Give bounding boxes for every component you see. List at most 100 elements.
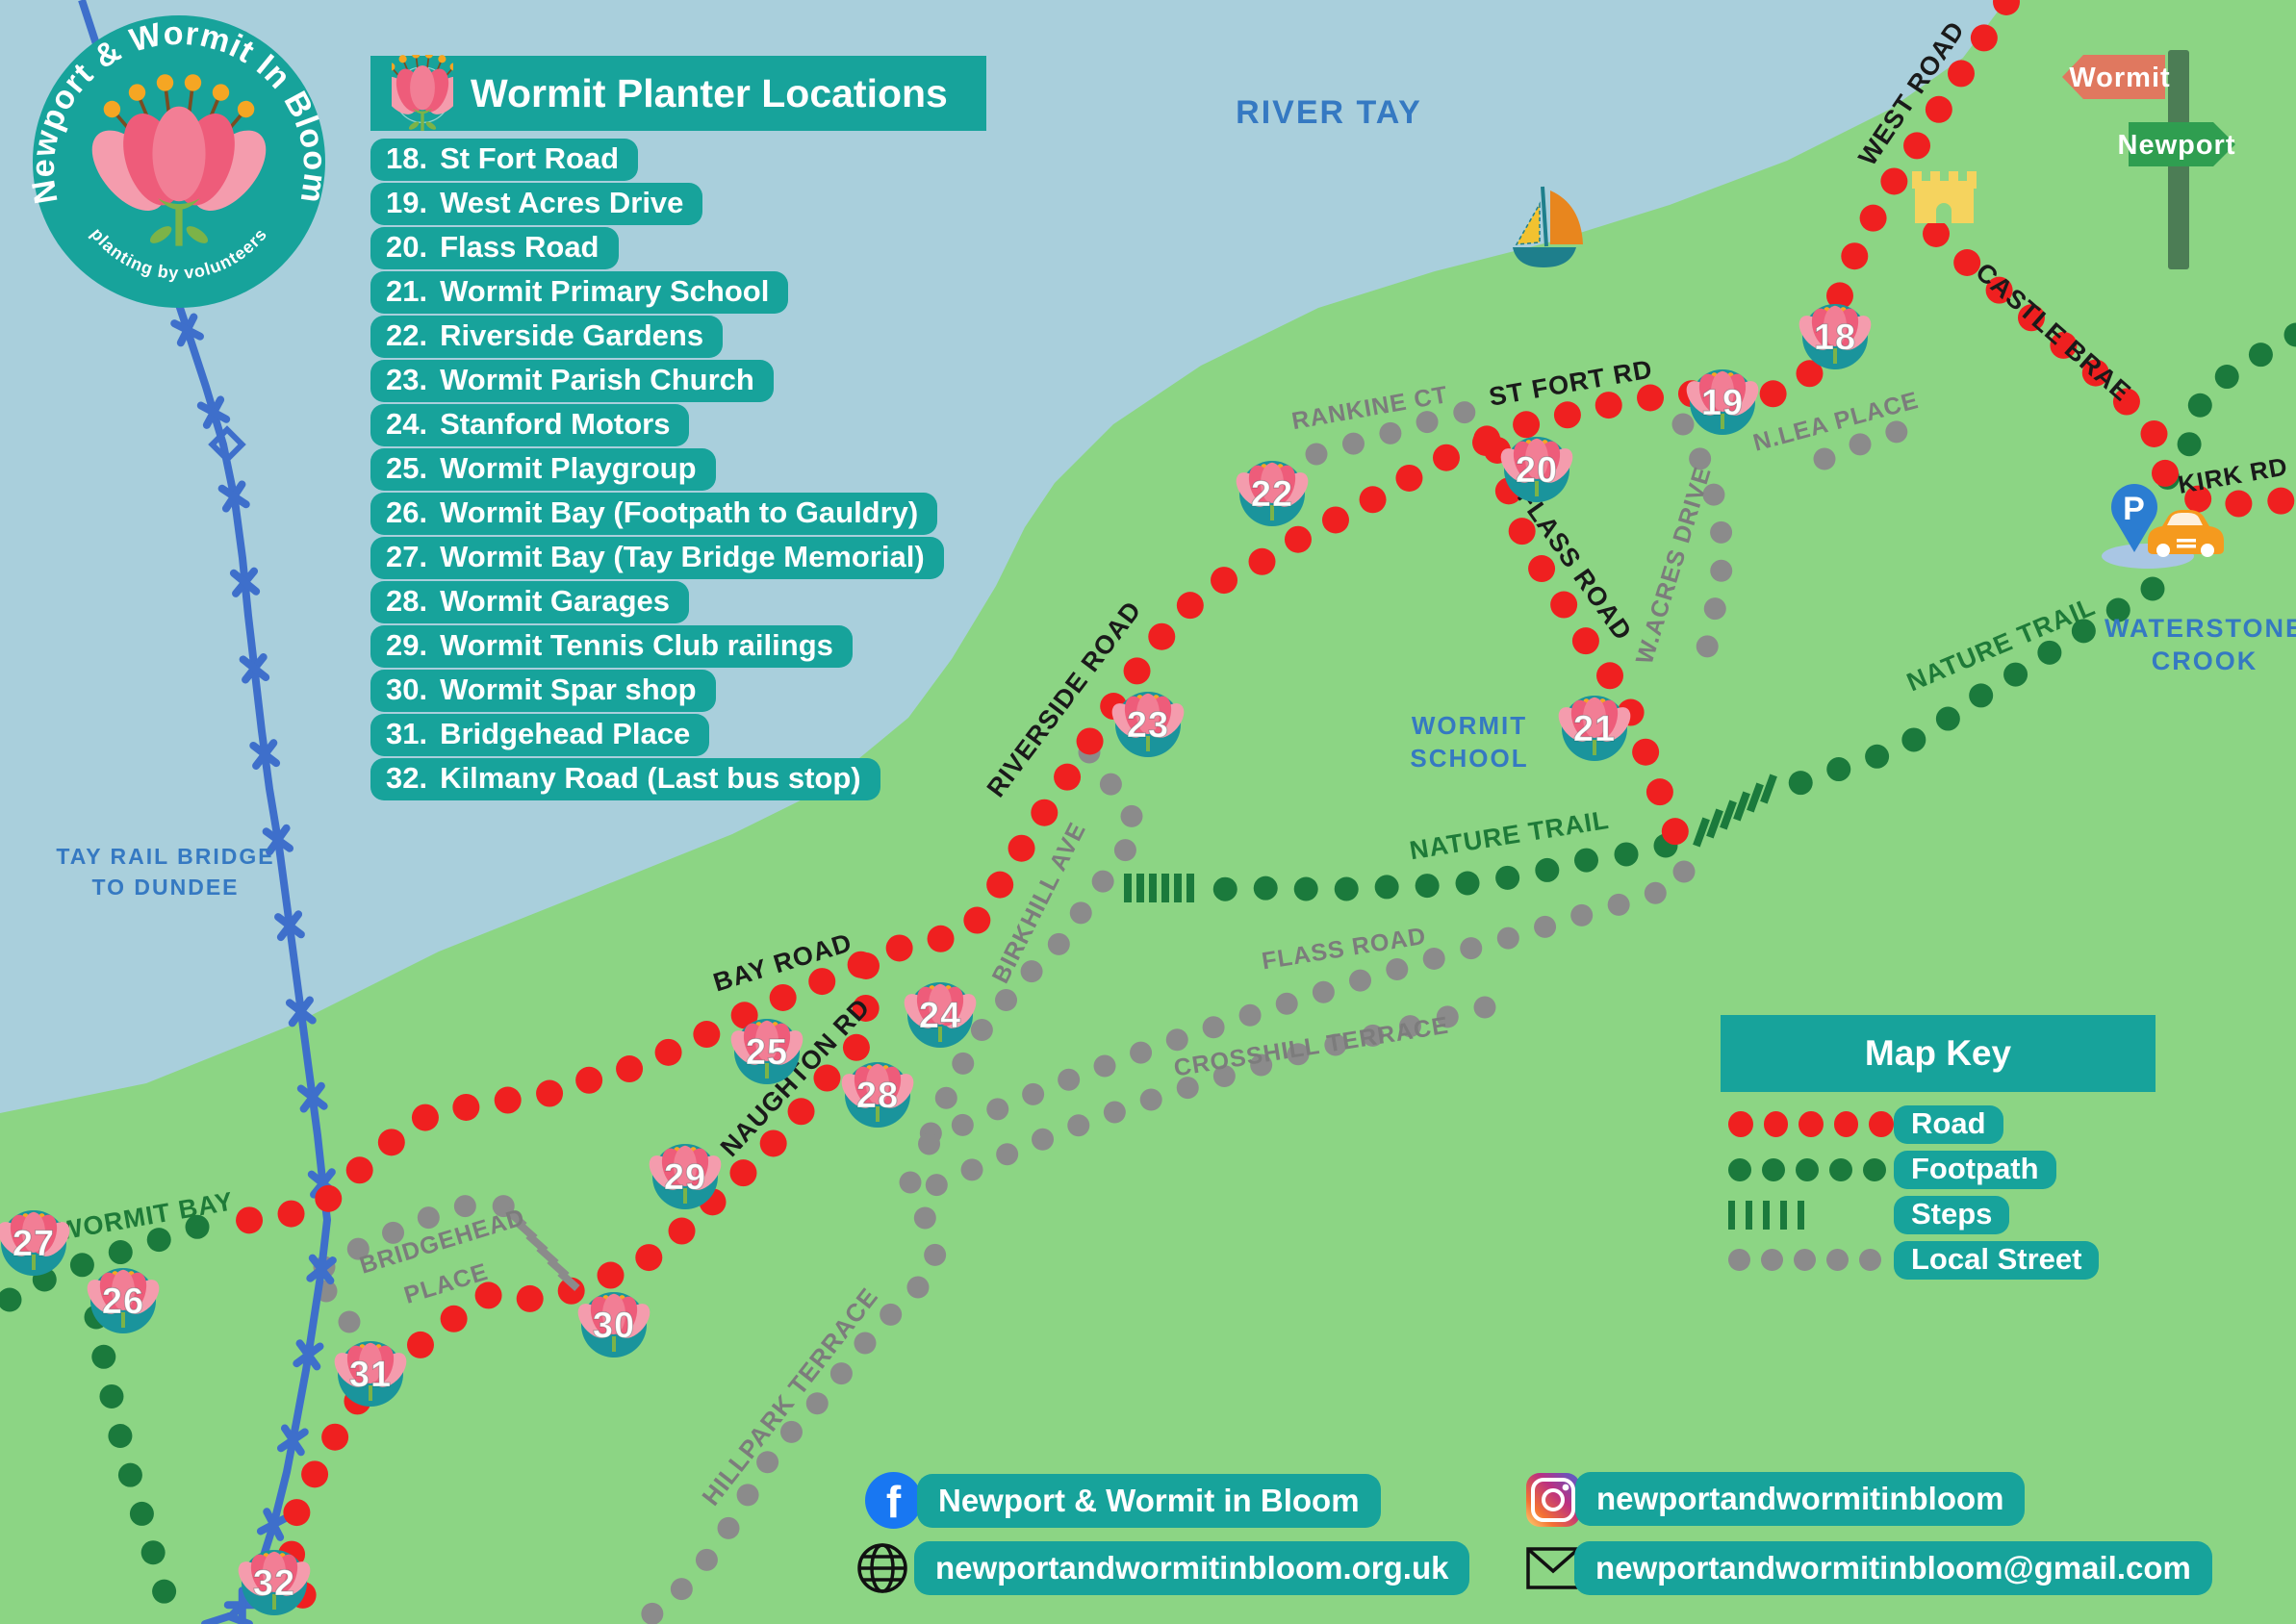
facebook-icon[interactable]: f — [865, 1472, 922, 1529]
local-street — [925, 996, 1496, 1197]
road — [1923, 220, 2295, 518]
planter-marker-29: 29 — [649, 1144, 722, 1209]
map-key-symbol-road — [1721, 1111, 1894, 1137]
parking-letter: P — [2123, 491, 2146, 527]
planter-marker-31: 31 — [334, 1341, 407, 1407]
map-label: SCHOOL — [1410, 744, 1528, 773]
castle-icon — [1912, 171, 1977, 223]
planter-marker-18: 18 — [1799, 304, 1872, 369]
instagram-link[interactable]: newportandwormitinbloom — [1575, 1472, 2026, 1526]
local-street — [641, 1171, 947, 1624]
signpost-newport-label: Newport — [2118, 130, 2236, 161]
road — [236, 429, 1499, 1234]
signpost-newport-arrow — [2129, 122, 2235, 166]
steps — [1124, 874, 1194, 902]
location-item-25: 25.Wormit Playgroup — [370, 448, 716, 491]
footpath — [1788, 576, 2165, 796]
map-key-label: Road — [1894, 1104, 2003, 1144]
footpath — [0, 1214, 210, 1312]
marker-number: 18 — [1814, 317, 1856, 358]
footpath — [84, 1305, 177, 1604]
map-label: TO DUNDEE — [91, 875, 239, 900]
planter-marker-26: 26 — [87, 1268, 160, 1333]
title-banner: Wormit Planter Locations — [370, 55, 986, 132]
steps — [504, 1206, 580, 1292]
location-item-18: 18.St Fort Road — [370, 139, 639, 181]
map-key-symbol-footpath — [1721, 1157, 1894, 1181]
local-street — [918, 860, 1696, 1155]
signpost-wormit-label: Wormit — [2069, 63, 2170, 93]
location-item-31: 31.Bridgehead Place — [370, 714, 710, 756]
location-item-21: 21.Wormit Primary School — [370, 271, 789, 314]
sailboat-icon — [1513, 186, 1583, 267]
marker-number: 24 — [919, 996, 961, 1036]
planter-marker-24: 24 — [904, 982, 977, 1048]
planter-marker-28: 28 — [841, 1062, 914, 1128]
marker-number: 30 — [593, 1306, 635, 1346]
signpost-wormit-arrow — [2062, 55, 2165, 99]
marker-number: 28 — [856, 1076, 899, 1116]
instagram-icon[interactable] — [1526, 1473, 1580, 1527]
banner-flower-icon — [392, 55, 453, 132]
location-item-28: 28.Wormit Garages — [370, 581, 689, 623]
location-item-23: 23.Wormit Parish Church — [370, 360, 774, 402]
planter-marker-25: 25 — [730, 1019, 804, 1084]
marker-number: 23 — [1127, 705, 1169, 746]
map-key-label: Local Street — [1894, 1240, 2100, 1280]
map-key-symbol-steps — [1721, 1200, 1894, 1230]
marker-number: 19 — [1701, 383, 1744, 423]
marker-number: 27 — [13, 1224, 55, 1264]
marker-number: 31 — [349, 1355, 392, 1395]
marker-number: 26 — [102, 1281, 144, 1322]
map-label: WATERSTONE — [2105, 614, 2296, 643]
location-item-27: 27.Wormit Bay (Tay Bridge Memorial) — [370, 537, 944, 579]
planter-marker-23: 23 — [1111, 692, 1185, 757]
location-item-29: 29.Wormit Tennis Club railings — [370, 625, 853, 668]
map-key-label: Footpath — [1894, 1150, 2056, 1189]
planter-marker-22: 22 — [1236, 461, 1309, 526]
map-label: TAY RAIL BRIDGE — [56, 844, 274, 869]
map-key-label: Steps — [1894, 1195, 2010, 1234]
website-link[interactable]: newportandwormitinbloom.org.uk — [914, 1541, 1470, 1595]
footpath — [1212, 833, 1678, 901]
email-icon[interactable] — [1525, 1546, 1581, 1595]
map-label: WORMIT — [1412, 711, 1527, 740]
map-key-row-road: Road — [1721, 1102, 2156, 1147]
map-label: CROOK — [2152, 647, 2258, 675]
marker-number: 25 — [746, 1032, 788, 1073]
planter-marker-19: 19 — [1686, 369, 1759, 435]
car-icon — [2148, 510, 2224, 557]
road — [278, 952, 880, 1609]
location-item-26: 26.Wormit Bay (Footpath to Gauldry) — [370, 493, 938, 535]
location-item-19: 19.West Acres Drive — [370, 183, 703, 225]
location-item-20: 20.Flass Road — [370, 227, 619, 269]
page-title: Wormit Planter Locations — [471, 70, 948, 115]
map-key-row-footpath: Footpath — [1721, 1147, 2156, 1192]
map-key-row-street: Local Street — [1721, 1237, 2156, 1282]
local-street — [1305, 401, 1476, 466]
location-item-30: 30.Wormit Spar shop — [370, 670, 716, 712]
email-link[interactable]: newportandwormitinbloom@gmail.com — [1574, 1541, 2212, 1595]
marker-number: 21 — [1573, 709, 1616, 749]
steps — [1693, 774, 1777, 848]
local-street — [1813, 420, 1908, 470]
marker-number: 22 — [1251, 474, 1293, 515]
marker-number: 29 — [664, 1157, 706, 1198]
planter-marker-20: 20 — [1500, 437, 1573, 502]
planter-marker-27: 27 — [0, 1210, 70, 1276]
location-item-24: 24.Stanford Motors — [370, 404, 690, 446]
planter-marker-32: 32 — [238, 1550, 311, 1615]
logo-flower — [91, 74, 267, 246]
location-item-22: 22.Riverside Gardens — [370, 316, 724, 358]
local-street — [1671, 413, 1733, 658]
facebook-link[interactable]: Newport & Wormit in Bloom — [917, 1474, 1381, 1528]
map-key-symbol-street — [1721, 1249, 1894, 1271]
website-icon[interactable] — [856, 1541, 908, 1600]
planter-marker-30: 30 — [577, 1292, 651, 1358]
marker-number: 32 — [253, 1563, 295, 1604]
location-item-32: 32.Kilmany Road (Last bus stop) — [370, 758, 880, 800]
